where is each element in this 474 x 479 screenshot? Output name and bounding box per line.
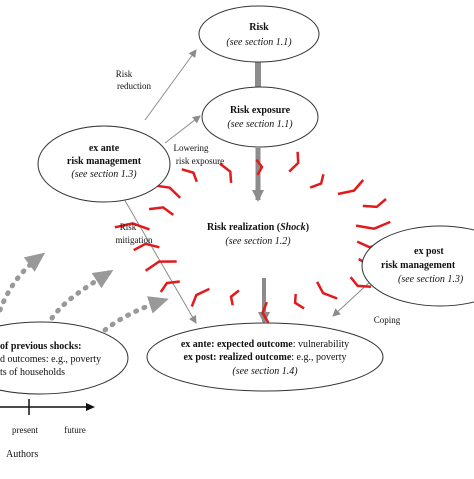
risk-mitigation-arrow	[119, 191, 197, 324]
lowering-label-2: risk exposure	[176, 156, 224, 166]
ex-ante-line2: risk management	[67, 156, 142, 167]
shock-spike	[255, 158, 264, 176]
shock-spike	[229, 289, 240, 306]
timeline-present-label: present	[12, 425, 38, 435]
risk-exposure-node	[201, 86, 319, 148]
shock-title: Risk realization (Shock)	[207, 222, 309, 233]
lowering-label-1: Lowering	[174, 143, 209, 153]
previous-line3: ts of households	[0, 367, 65, 378]
shock-spike	[181, 168, 198, 183]
shock-title-suffix: )	[306, 222, 309, 233]
shock-spike	[133, 242, 160, 252]
shock-spike	[355, 220, 391, 230]
shock-spike	[148, 206, 175, 216]
outcome-line2-bold: ex post: realized outcome	[183, 352, 291, 363]
shock-spike	[114, 222, 150, 231]
dotted-arrow-3	[102, 296, 169, 333]
risk-title: Risk	[249, 22, 269, 33]
shock-spike	[362, 198, 387, 209]
risk-node	[198, 5, 320, 63]
shock-title-prefix: Risk realization (	[207, 222, 281, 233]
shock-spike	[219, 162, 233, 183]
ex-ante-ref: (see section 1.3)	[71, 169, 137, 180]
outcome-line2-rest: : e.g., poverty	[291, 352, 346, 363]
timeline-future-label: future	[64, 425, 86, 435]
risk-reduction-arrow	[144, 49, 197, 121]
dotted-arrow-2	[49, 269, 114, 321]
ex-post-node	[361, 225, 474, 307]
ex-post-line1: ex post	[414, 246, 444, 257]
risk-exposure-ref: (see section 1.1)	[227, 119, 293, 130]
mitigation-label-1: Risk	[120, 222, 137, 232]
dotted-arrow-1	[0, 252, 46, 313]
outcome-line2: ex post: realized outcome: e.g., poverty	[183, 352, 346, 363]
outcome-line1-rest: : vulnerability	[293, 339, 349, 350]
coping-label: Coping	[374, 315, 401, 325]
previous-shock-arrows	[0, 252, 169, 333]
outcome-line1: ex ante: expected outcome: vulnerability	[181, 339, 349, 350]
shock-spike	[293, 293, 305, 310]
previous-shocks-node	[0, 321, 129, 395]
lowering-exposure-arrow	[164, 115, 201, 144]
shock-spike	[261, 301, 270, 324]
outcome-line1-bold: ex ante: expected outcome	[181, 339, 293, 350]
risk-exposure-title: Risk exposure	[230, 105, 291, 116]
shock-spike	[337, 179, 365, 196]
outcome-ref: (see section 1.4)	[232, 366, 298, 377]
ex-post-ref: (see section 1.3)	[398, 274, 464, 285]
mitigation-label-2: mitigation	[116, 235, 153, 245]
ex-post-line2: risk management	[381, 260, 456, 271]
previous-line1: of previous shocks:	[0, 341, 82, 352]
risk-reduction-label-2: reduction	[117, 81, 151, 91]
shock-title-word: Shock	[280, 222, 306, 233]
timeline-arrowhead	[86, 403, 95, 411]
shock-spike	[349, 276, 372, 288]
previous-line2: d outcomes: e.g., poverty	[0, 354, 101, 365]
outcome-node	[146, 322, 384, 392]
source-label: Authors	[6, 449, 38, 460]
ex-ante-node	[37, 125, 171, 203]
shock-ref: (see section 1.2)	[225, 236, 291, 247]
shock-spike	[309, 173, 325, 189]
ex-ante-line1: ex ante	[89, 143, 120, 154]
shock-spike	[315, 281, 338, 300]
shock-spike	[288, 151, 300, 173]
shock-spike	[144, 260, 177, 272]
shock-spike	[190, 287, 210, 307]
shock-spike	[159, 280, 180, 293]
risk-ref: (see section 1.1)	[226, 37, 292, 48]
risk-reduction-label-1: Risk	[116, 69, 133, 79]
